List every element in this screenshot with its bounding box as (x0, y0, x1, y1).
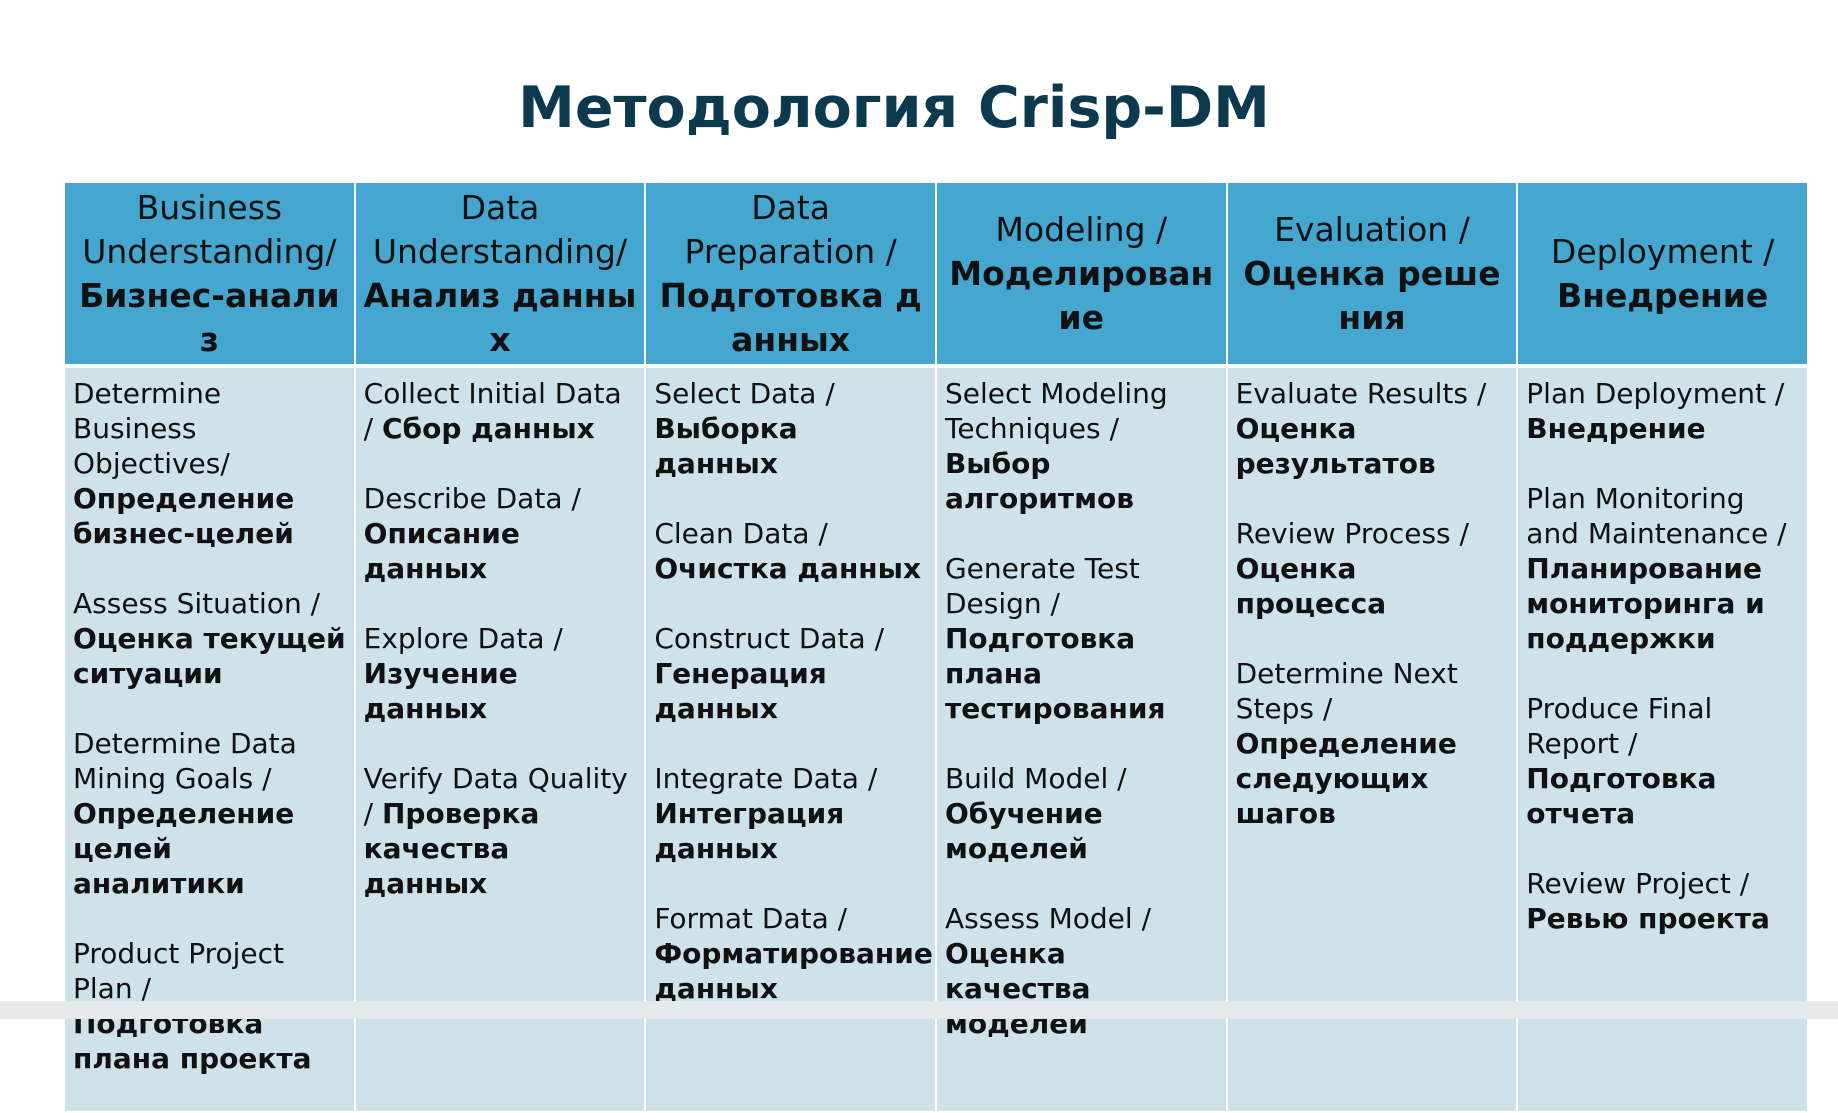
task-ru: Определение целей аналитики (73, 797, 295, 900)
task-en: Generate Test Design / (944, 552, 1140, 620)
task-en: Assess Model / (944, 902, 1152, 935)
task-en: Format Data / (654, 902, 848, 935)
task-ru: Ревью проекта (1526, 902, 1770, 935)
tasks-cell-modeling: Select Modeling Techniques / Выбор алгор… (934, 364, 1228, 1113)
phase-header-en: Data Preparation / (684, 187, 897, 271)
task-ru: Генерация данных (654, 657, 827, 725)
task-en: Evaluate Results / (1235, 377, 1487, 410)
task-item: Build Model / Обучение моделей (945, 761, 1218, 866)
bottom-scrollbar-strip (0, 1001, 1838, 1019)
tasks-cell-data-understanding: Collect Initial Data / Сбор данных Descr… (353, 364, 647, 1113)
task-item: Clean Data / Очистка данных (654, 516, 927, 586)
task-item: Determine Business Objectives/ Определен… (73, 376, 346, 551)
task-item: Verify Data Quality / Проверка качества … (364, 761, 637, 901)
task-en: Verify Data Quality / (363, 762, 628, 830)
task-ru: Определение бизнес-целей (73, 482, 295, 550)
phase-header-en: Modeling / (995, 209, 1168, 249)
phase-header-data-understanding: Data Understanding/ Анализ данных (353, 181, 647, 367)
task-item: Produce Final Report / Подготовка отчета (1526, 691, 1799, 831)
phase-header-business-understanding: Business Understanding/ Бизнес-анализ (63, 181, 356, 367)
task-ru: Подготовка плана тестирования (944, 622, 1166, 725)
task-ru: Изучение данных (363, 657, 518, 725)
task-en: Determine Business Objectives/ (73, 377, 230, 480)
task-ru: Планирование мониторинга и поддержки (1526, 552, 1765, 655)
task-en: Review Project / (1526, 867, 1750, 900)
tasks-cell-evaluation: Evaluate Results / Оценка результатов Re… (1225, 364, 1519, 1113)
task-ru: Подготовка отчета (1526, 762, 1717, 830)
phase-header-evaluation: Evaluation / Оценка решения (1225, 181, 1519, 367)
task-item: Evaluate Results / Оценка результатов (1236, 376, 1509, 481)
task-en: Review Process / (1235, 517, 1469, 550)
task-ru: Оценка текущей ситуации (73, 622, 346, 690)
task-ru: Внедрение (1526, 412, 1706, 445)
slide-title: Методология Crisp-DM (518, 75, 1270, 141)
task-item: Assess Situation / Оценка текущей ситуац… (73, 586, 346, 691)
phase-header-deployment: Deployment / Внедрение (1516, 181, 1809, 367)
phase-header-data-preparation: Data Preparation / Подготовка данных (644, 181, 937, 367)
phase-header-en: Business Understanding/ (82, 187, 337, 271)
phase-header-ru: Внедрение (1556, 275, 1769, 315)
task-en: Plan Deployment / (1526, 377, 1785, 410)
header-row: Business Understanding/ Бизнес-анализ Da… (63, 181, 1809, 367)
task-ru: Форматирование данных (654, 937, 933, 1005)
task-ru: Интеграция данных (654, 797, 845, 865)
task-item: Select Data / Выборка данных (654, 376, 927, 481)
task-item: Construct Data / Генерация данных (654, 621, 927, 726)
task-ru: Проверка качества данных (363, 797, 540, 900)
task-ru: Выбор алгоритмов (944, 447, 1134, 515)
task-item: Generate Test Design / Подготовка плана … (945, 551, 1218, 726)
task-item: Collect Initial Data / Сбор данных (364, 376, 637, 446)
task-item: Format Data / Форматирование данных (654, 901, 933, 1006)
task-item: Assess Model / Оценка качества моделей (945, 901, 1218, 1041)
task-en: Determine Data Mining Goals / (73, 727, 297, 795)
task-en: Clean Data / (654, 517, 828, 550)
phase-header-ru: Бизнес-анализ (79, 275, 340, 359)
task-en: Assess Situation / (73, 587, 321, 620)
crisp-dm-table-container: Business Understanding/ Бизнес-анализ Da… (63, 181, 1809, 1113)
task-en: Build Model / (944, 762, 1127, 795)
task-en: Produce Final Report / (1526, 692, 1713, 760)
task-en: Integrate Data / (654, 762, 878, 795)
task-en: Plan Monitoring and Maintenance / (1526, 482, 1787, 550)
task-ru: Оценка результатов (1235, 412, 1436, 480)
task-en: Determine Next Steps / (1235, 657, 1458, 725)
task-item: Plan Deployment / Внедрение (1526, 376, 1799, 446)
task-item: Plan Monitoring and Maintenance / Планир… (1526, 481, 1799, 656)
task-ru: Определение следующих шагов (1235, 727, 1457, 830)
task-en: Select Data / (654, 377, 835, 410)
task-ru: Оценка качества моделей (944, 937, 1091, 1040)
phase-header-en: Evaluation / (1274, 209, 1470, 249)
crisp-dm-table: Business Understanding/ Бизнес-анализ Da… (63, 181, 1809, 1113)
task-item: Describe Data / Описание данных (364, 481, 637, 586)
task-ru: Очистка данных (654, 552, 922, 585)
tasks-row: Determine Business Objectives/ Определен… (63, 364, 1809, 1113)
task-en: Collect Initial Data / (363, 377, 622, 445)
task-ru: Сбор данных (382, 412, 595, 445)
tasks-cell-data-preparation: Select Data / Выборка данных Clean Data … (644, 364, 937, 1113)
task-en: Product Project Plan / (73, 937, 285, 1005)
tasks-cell-business-understanding: Determine Business Objectives/ Определен… (63, 364, 356, 1113)
task-en: Select Modeling Techniques / (944, 377, 1168, 445)
task-item: Select Modeling Techniques / Выбор алгор… (945, 376, 1218, 516)
task-item: Review Project / Ревью проекта (1526, 866, 1799, 936)
phase-header-en: Deployment / (1550, 231, 1775, 271)
task-en: Describe Data / (363, 482, 581, 515)
phase-header-ru: Моделирование (949, 253, 1214, 337)
task-item: Determine Data Mining Goals / Определени… (73, 726, 346, 901)
task-item: Explore Data / Изучение данных (364, 621, 637, 726)
task-item: Integrate Data / Интеграция данных (654, 761, 927, 866)
task-ru: Обучение моделей (944, 797, 1103, 865)
task-en: Construct Data / (654, 622, 885, 655)
phase-header-ru: Подготовка данных (659, 275, 922, 359)
task-ru: Выборка данных (654, 412, 798, 480)
task-ru: Оценка процесса (1235, 552, 1387, 620)
task-item: Review Process / Оценка процесса (1236, 516, 1509, 621)
task-item: Determine Next Steps / Определение следу… (1236, 656, 1509, 831)
task-ru: Описание данных (363, 517, 520, 585)
phase-header-ru: Анализ данных (363, 275, 637, 359)
phase-header-en: Data Understanding/ (372, 187, 628, 271)
phase-header-modeling: Modeling / Моделирование (934, 181, 1228, 367)
task-en: Explore Data / (363, 622, 563, 655)
phase-header-ru: Оценка решения (1243, 253, 1501, 337)
